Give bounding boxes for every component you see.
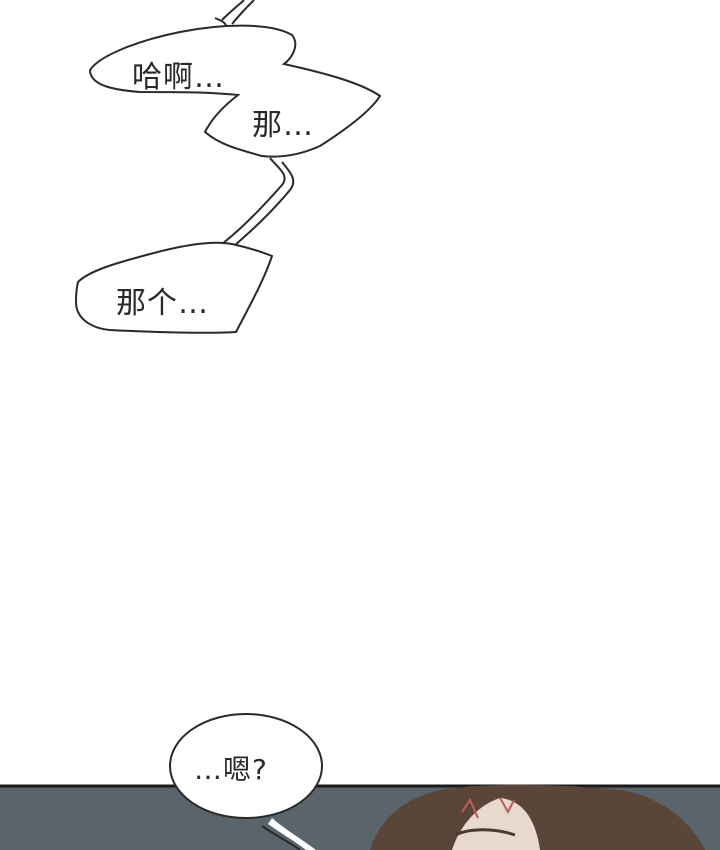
speech-bubble-3 [74,241,274,334]
bubble-text-3: 那个… [116,286,209,321]
bubble-cluster-top [88,0,382,158]
character-forehead [452,798,540,850]
speech-bubble-4-group [169,713,323,850]
bubble-connector [221,157,295,247]
lower-panel [0,784,720,850]
bubble-tail-top [221,0,255,25]
speech-bubble-4 [169,713,323,819]
character-hair [370,784,705,850]
bubble-text-2: 那… [252,108,314,143]
bubble-text-4: …嗯? [194,753,268,786]
speech-bubble-1-2 [88,24,382,158]
eyebrow [454,828,516,837]
blush-marks [461,797,515,819]
bubble-text-1: 哈啊… [132,60,225,95]
bubble-tail-fill [268,818,316,850]
